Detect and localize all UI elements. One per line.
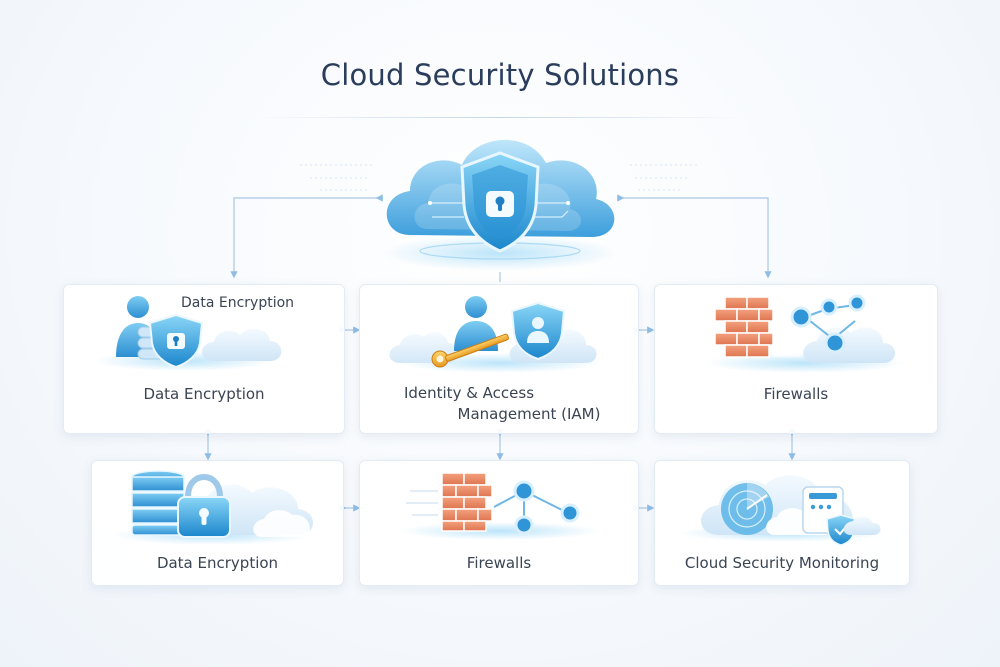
card-firewalls-top[interactable]: Firewalls <box>654 284 938 434</box>
card-label-line1: Identity & Access <box>403 384 535 402</box>
connector-hero-to-top-right <box>617 194 772 279</box>
card-label: Firewalls <box>466 554 532 572</box>
page-title: Cloud Security Solutions <box>320 58 680 92</box>
card-cloud-security-monitoring[interactable]: Cloud Security Monitoring <box>654 460 910 586</box>
connector-hero-to-top-left <box>230 194 383 279</box>
database-lock-icon <box>112 470 313 545</box>
card-label: Firewalls <box>763 385 829 403</box>
card-data-encryption-top[interactable]: Data Encryption Data Encryption <box>63 284 345 434</box>
card-label: Cloud Security Monitoring <box>684 554 880 572</box>
card-data-encryption-bottom[interactable]: Data Encryption <box>91 460 344 586</box>
user-shield-database-icon <box>94 296 282 371</box>
card-label: Data Encryption <box>156 554 279 572</box>
card-label: Data Encryption <box>143 385 265 403</box>
card-overlay-title: Data Encryption <box>181 295 295 311</box>
user-key-shield-icon <box>389 296 600 373</box>
cloud-shield-keyhole-icon <box>382 139 618 271</box>
radar-monitoring-icon <box>679 475 887 546</box>
card-identity-access-management[interactable]: Identity & Access Management (IAM) <box>359 284 639 434</box>
firewall-network-icon <box>400 472 600 540</box>
firewall-network-icon <box>705 294 905 373</box>
title-divider <box>255 117 745 118</box>
card-label-line2: Management (IAM) <box>457 405 601 423</box>
card-firewalls-bottom[interactable]: Firewalls <box>359 460 639 586</box>
card-label: Identity & Access Management (IAM) <box>360 383 638 425</box>
